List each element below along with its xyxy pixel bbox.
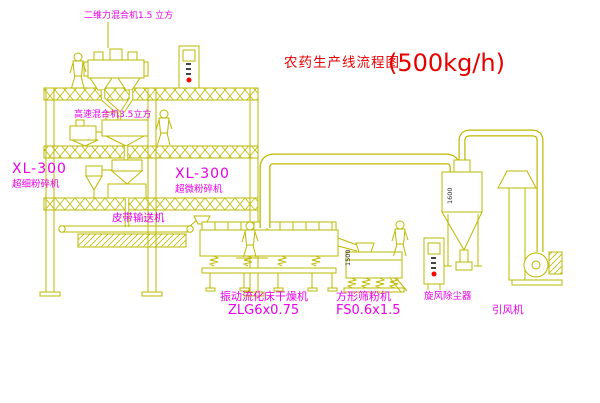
sieve-springs xyxy=(346,277,400,289)
pulverizer-center-machine xyxy=(85,159,147,199)
label-pulverizer-left-model: XL-300 xyxy=(12,161,67,177)
fan-volute xyxy=(523,252,549,278)
floor-3-beam xyxy=(43,197,259,211)
high-speed-mixer-machine xyxy=(101,111,149,147)
fan-motor xyxy=(548,251,563,275)
pulverizer-left-machine xyxy=(69,119,102,147)
column-base xyxy=(39,291,61,297)
induced-draft-fan-machine xyxy=(511,251,563,286)
sieve-discharge-spouts xyxy=(389,277,408,293)
control-cabinet-right xyxy=(423,237,445,290)
square-sieve-machine: 1500 xyxy=(337,237,408,293)
building-frame xyxy=(39,87,268,297)
sieve-feed-chute xyxy=(337,237,358,252)
two-dimensional-mixer-machine xyxy=(83,22,149,91)
cyclone-separator: 1600 xyxy=(441,159,483,271)
column-base xyxy=(141,291,163,297)
worker-figure xyxy=(155,109,173,146)
worker-figure xyxy=(391,220,409,257)
label-pulverizer-left-name: 超细粉碎机 xyxy=(12,178,60,190)
vibration-springs xyxy=(208,255,322,267)
conveyor-pulley xyxy=(58,225,66,233)
label-sieve-model: FS0.6x1.5 xyxy=(336,303,401,318)
label-high-speed-mixer: 高速混合机3.5立方 xyxy=(74,108,151,120)
conveyor-foundation xyxy=(77,233,187,248)
cyclone-vortex-tube xyxy=(453,159,471,173)
cyclone-legs xyxy=(444,214,482,267)
column-base xyxy=(243,291,265,297)
mixer-discharge-pipes xyxy=(100,90,134,124)
roof-truss-beam xyxy=(43,87,259,101)
stack-rain-cap xyxy=(497,170,537,189)
exhaust-stack xyxy=(497,170,537,281)
label-dryer-name: 振动流化床干燥机 xyxy=(220,289,308,303)
cyclone-dimension-text: 1600 xyxy=(446,187,454,204)
label-belt-conveyor: 皮带输送机 xyxy=(112,211,165,224)
label-pulverizer-center-model: XL-300 xyxy=(175,166,230,182)
sieve-dimension-text: 1500 xyxy=(344,249,352,266)
label-cyclone-dust-collector: 旋风除尘器 xyxy=(424,290,472,302)
diagram-labels: 农药生产线流程图 (500kg/h) 二维力混合机1.5 立方 高速混合机3.5… xyxy=(12,9,524,318)
floor-2-beam xyxy=(43,145,259,159)
sieve-inlet xyxy=(355,242,375,253)
control-cabinet-top xyxy=(178,45,200,89)
label-induced-draft-fan: 引风机 xyxy=(492,303,524,316)
riser-pipe xyxy=(458,129,544,252)
conveyor-pulley xyxy=(186,225,194,233)
label-sieve-name: 方形筛粉机 xyxy=(336,289,391,303)
column-left xyxy=(45,87,55,293)
diagram-capacity: (500kg/h) xyxy=(388,49,505,77)
label-dryer-model: ZLG6x0.75 xyxy=(228,303,299,318)
indicator-lamp xyxy=(186,77,192,83)
exhaust-duct-pipe xyxy=(259,153,461,228)
indicator-lamp xyxy=(431,271,437,277)
belt-conveyor-machine xyxy=(58,219,198,248)
label-two-dimensional-mixer: 二维力混合机1.5 立方 xyxy=(84,9,173,21)
label-pulverizer-center-name: 超微粉碎机 xyxy=(175,183,223,195)
cyclone-cone xyxy=(441,211,483,252)
diagram-title: 农药生产线流程图 xyxy=(284,55,400,71)
